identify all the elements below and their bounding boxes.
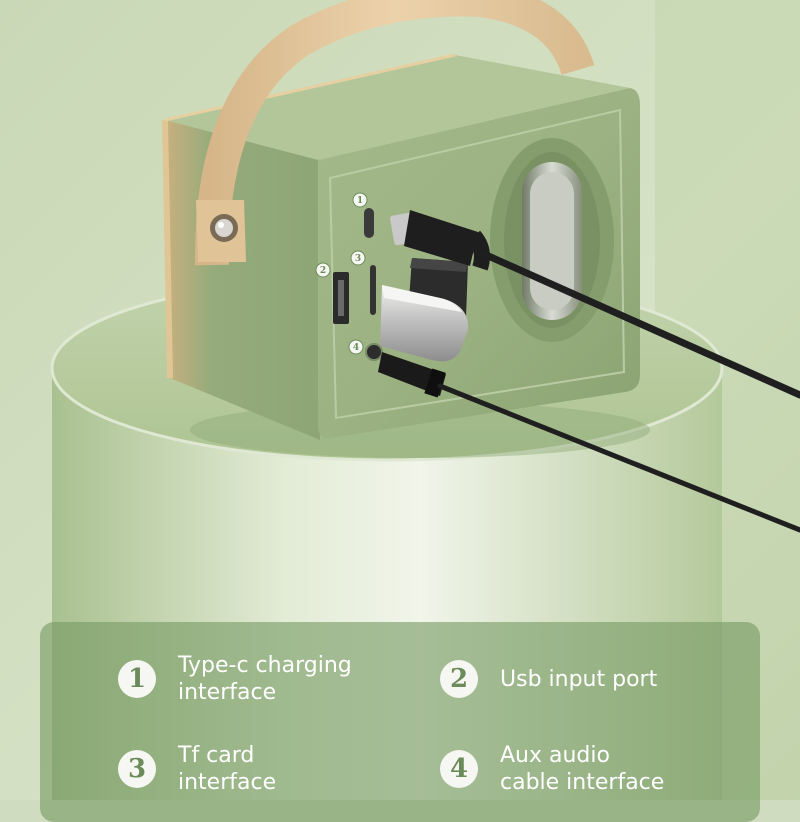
feature-number-badge: 1 xyxy=(118,660,156,698)
radiator-oval xyxy=(490,138,614,342)
feature-number-badge: 2 xyxy=(440,660,478,698)
feature-tf-card: 3 Tf card interface xyxy=(118,742,276,796)
feature-usb: 2 Usb input port xyxy=(440,660,657,698)
port-marker-4: 4 xyxy=(353,343,359,353)
feature-number-badge: 3 xyxy=(118,750,156,788)
type-c-cable xyxy=(390,210,800,399)
aux-port xyxy=(365,343,383,361)
port-marker-2: 2 xyxy=(320,266,326,276)
leather-handle xyxy=(194,0,595,266)
feature-label: Type-c charging interface xyxy=(178,653,352,705)
feature-panel xyxy=(40,622,760,822)
product-photo: 1 2 3 4 xyxy=(0,0,800,800)
feature-label: Aux audio cable interface xyxy=(500,743,665,795)
port-marker-3: 3 xyxy=(355,254,361,264)
port-marker-1: 1 xyxy=(357,196,363,206)
feature-label: Usb input port xyxy=(500,666,658,692)
feature-aux: 4 Aux audio cable interface xyxy=(440,742,664,796)
aux-cable xyxy=(378,352,800,533)
feature-type-c: 1 Type-c charging interface xyxy=(118,652,352,706)
feature-number-badge: 4 xyxy=(440,750,478,788)
type-c-port xyxy=(364,208,374,238)
feature-label: Tf card interface xyxy=(178,743,277,795)
usb-flash-drive xyxy=(380,285,469,362)
tf-card-slot xyxy=(370,265,376,315)
